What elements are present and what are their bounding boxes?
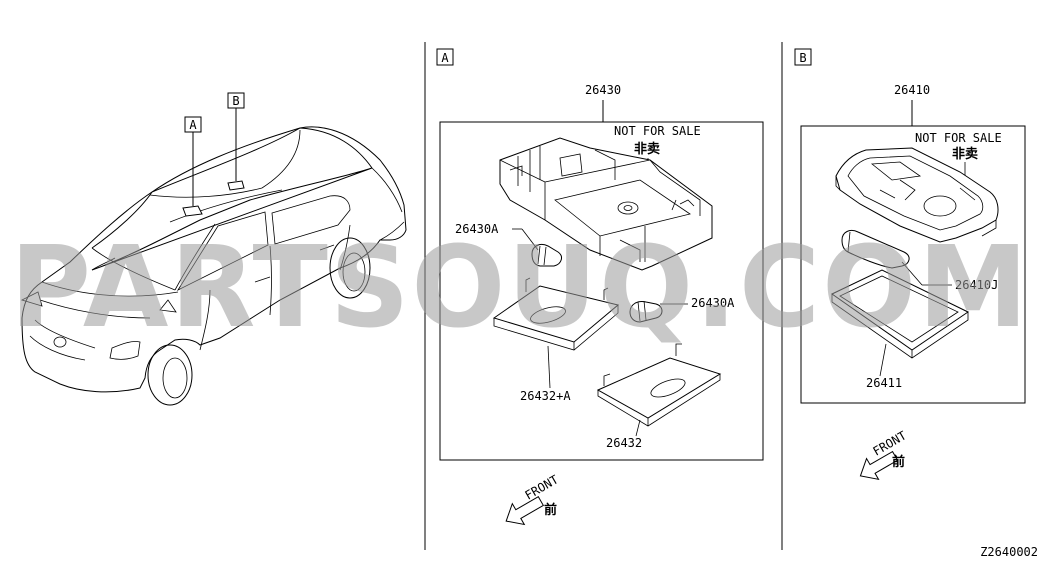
car-overview-drawing: [20, 108, 407, 406]
panel-b-tag-box: [794, 48, 812, 66]
callout-box-a: [184, 116, 202, 133]
panel-b-lens-label: 26411: [866, 376, 902, 390]
lens-upper-drawing: [492, 277, 620, 351]
panel-b-tag: B: [799, 51, 806, 65]
panel-a-front-arrow: [505, 496, 545, 526]
panel-a-bulb-left-label: 26430A: [455, 222, 499, 236]
panel-b-front-arrow: [859, 450, 899, 481]
panel-b-assembly-frame: [800, 125, 1026, 404]
panel-a-assembly-frame: [439, 121, 764, 461]
panel-b-front-cn: 前: [892, 454, 905, 470]
panel-a-bulb-right-label: 26430A: [691, 296, 735, 310]
panel-a-not-for-sale: NOT FOR SALE: [614, 124, 701, 138]
panel-b-not-for-sale: NOT FOR SALE: [915, 131, 1002, 145]
roof-lamp-housing-drawing: [835, 147, 999, 243]
bulb-left-drawing: [531, 243, 562, 267]
panel-b-bulb-label: 26410J: [955, 278, 998, 292]
panel-a-lens-upper-label: 26432+A: [520, 389, 571, 403]
callout-a: A: [189, 118, 197, 132]
panel-a-tag: A: [441, 51, 449, 65]
panel-a-assembly-part-number: 26430: [585, 83, 621, 97]
bulb-right-drawing: [629, 300, 663, 323]
panel-b-not-for-sale-cn: 非卖: [952, 146, 978, 162]
lens-b-drawing: [831, 269, 969, 359]
lens-lower-drawing: [596, 343, 722, 427]
panel-b-assembly-part-number: 26410: [894, 83, 930, 97]
panel-a-front-cn: 前: [544, 502, 557, 518]
panel-a-lens-lower-label: 26432: [606, 436, 642, 450]
watermark: PARTSOUQ.COM: [10, 223, 1030, 353]
callout-box-b: [227, 92, 245, 109]
map-lamp-housing-drawing: [499, 137, 713, 271]
drawing-id: Z2640002: [980, 545, 1038, 559]
panel-a-front-label: FRONT: [523, 472, 561, 502]
panel-a-not-for-sale-cn: 非卖: [634, 141, 660, 157]
callout-b: B: [232, 94, 239, 108]
panel-a-tag-box: [436, 48, 454, 66]
bulb-b-drawing: [841, 229, 910, 269]
